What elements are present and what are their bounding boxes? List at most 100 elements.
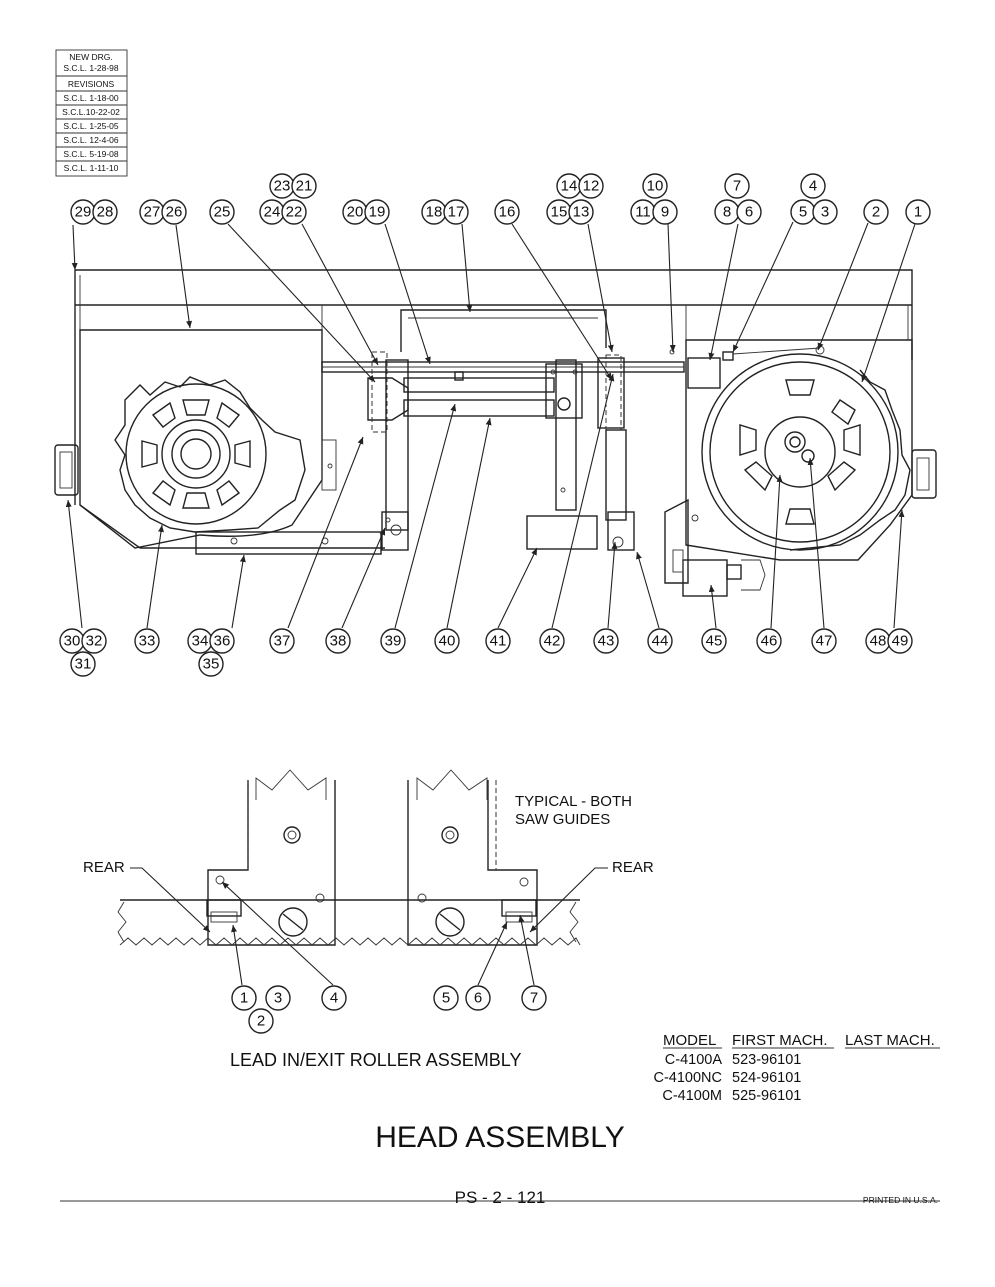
callout-detail-7: 7 [521, 985, 547, 1011]
svg-text:5: 5 [442, 990, 450, 1007]
svg-text:11: 11 [635, 204, 651, 221]
callout-44: 44 [647, 628, 673, 654]
head-assembly-drawing [54, 269, 937, 597]
callout-40: 40 [434, 628, 460, 654]
svg-text:35: 35 [203, 656, 220, 673]
svg-text:38: 38 [330, 633, 347, 650]
svg-text:15: 15 [551, 204, 568, 221]
svg-text:7: 7 [530, 990, 538, 1007]
svg-text:39: 39 [385, 633, 402, 650]
callout-13: 13 [568, 199, 594, 225]
rear-label-left: REAR [83, 859, 125, 876]
revisions-header: REVISIONS [68, 79, 115, 89]
revision-new-drawing-date: S.C.L. 1-28-98 [63, 63, 119, 73]
model-table-row-first: 524-96101 [732, 1070, 801, 1086]
svg-text:45: 45 [706, 633, 723, 650]
svg-text:2: 2 [257, 1013, 265, 1030]
callout-41: 41 [485, 628, 511, 654]
callout-3: 3 [812, 199, 838, 225]
callout-31: 31 [70, 651, 96, 677]
svg-text:20: 20 [347, 204, 364, 221]
callout-detail-3: 3 [265, 985, 291, 1011]
revision-entry: S.C.L. 12-4-06 [63, 135, 119, 145]
svg-text:1: 1 [914, 204, 922, 221]
callout-25: 25 [209, 199, 235, 225]
revision-entry: S.C.L. 1-11-10 [64, 163, 119, 173]
callout-18: 18 [421, 199, 447, 225]
svg-text:42: 42 [544, 633, 561, 650]
callout-17: 17 [443, 199, 469, 225]
svg-text:26: 26 [166, 204, 183, 221]
svg-text:36: 36 [214, 633, 231, 650]
callout-26: 26 [161, 199, 187, 225]
svg-text:40: 40 [439, 633, 456, 650]
callouts-detail: 1 3 2 4 5 6 7 [231, 985, 547, 1034]
callout-9: 9 [652, 199, 678, 225]
svg-text:12: 12 [583, 178, 600, 195]
revision-entry: S.C.L. 1-18-00 [63, 93, 119, 103]
callout-8: 8 [714, 199, 740, 225]
rear-label-right: REAR [612, 859, 654, 876]
svg-text:7: 7 [733, 178, 741, 195]
callout-39: 39 [380, 628, 406, 654]
roller-detail-drawing [117, 769, 581, 946]
callout-20: 20 [342, 199, 368, 225]
svg-text:1: 1 [240, 990, 248, 1007]
revision-entry: S.C.L.10-22-02 [62, 107, 120, 117]
svg-text:43: 43 [598, 633, 615, 650]
svg-text:13: 13 [573, 204, 590, 221]
callouts-top: 23 21 14 12 10 7 4 29 28 27 26 25 24 22 … [70, 173, 931, 225]
left-wheel [114, 376, 337, 533]
callout-2: 2 [863, 199, 889, 225]
svg-text:41: 41 [490, 633, 507, 650]
svg-text:14: 14 [561, 178, 578, 195]
svg-text:8: 8 [723, 204, 731, 221]
callout-21: 21 [291, 173, 317, 199]
svg-text:10: 10 [647, 178, 664, 195]
svg-text:44: 44 [652, 633, 669, 650]
callout-24: 24 [259, 199, 285, 225]
callout-49: 49 [887, 628, 913, 654]
svg-text:4: 4 [809, 178, 817, 195]
model-table: MODEL FIRST MACH. LAST MACH. C-4100A 523… [654, 1032, 940, 1104]
callout-27: 27 [139, 199, 165, 225]
svg-text:28: 28 [97, 204, 114, 221]
callout-detail-2: 2 [248, 1008, 274, 1034]
svg-text:4: 4 [330, 990, 338, 1007]
callout-detail-1: 1 [231, 985, 257, 1011]
svg-text:33: 33 [139, 633, 156, 650]
svg-text:27: 27 [144, 204, 161, 221]
svg-text:37: 37 [274, 633, 291, 650]
leaders-detail [130, 867, 608, 986]
revision-new-drawing-header: NEW DRG. [69, 52, 112, 62]
callout-35: 35 [198, 651, 224, 677]
callout-5: 5 [790, 199, 816, 225]
callout-37: 37 [269, 628, 295, 654]
callout-detail-5: 5 [433, 985, 459, 1011]
svg-text:48: 48 [870, 633, 887, 650]
svg-text:5: 5 [799, 204, 807, 221]
svg-text:24: 24 [264, 204, 281, 221]
model-table-row-model: C-4100A [665, 1052, 723, 1068]
page-title: HEAD ASSEMBLY [375, 1121, 625, 1154]
svg-text:30: 30 [64, 633, 81, 650]
callout-32: 32 [81, 628, 107, 654]
model-table-header-first: FIRST MACH. [732, 1032, 828, 1049]
callout-43: 43 [593, 628, 619, 654]
model-table-header-model: MODEL [663, 1032, 716, 1049]
leaders-top [71, 221, 916, 383]
revision-block: NEW DRG. S.C.L. 1-28-98 REVISIONS S.C.L.… [55, 49, 128, 177]
callout-7: 7 [724, 173, 750, 199]
callout-33: 33 [134, 628, 160, 654]
callout-15: 15 [546, 199, 572, 225]
model-table-row-model: C-4100NC [654, 1070, 723, 1086]
callout-1: 1 [905, 199, 931, 225]
callout-4: 4 [800, 173, 826, 199]
svg-text:9: 9 [661, 204, 669, 221]
detail-note-line1: TYPICAL - BOTH [515, 793, 632, 810]
svg-text:32: 32 [86, 633, 103, 650]
detail-note-line2: SAW GUIDES [515, 811, 610, 828]
svg-text:49: 49 [892, 633, 909, 650]
callout-23: 23 [269, 173, 295, 199]
